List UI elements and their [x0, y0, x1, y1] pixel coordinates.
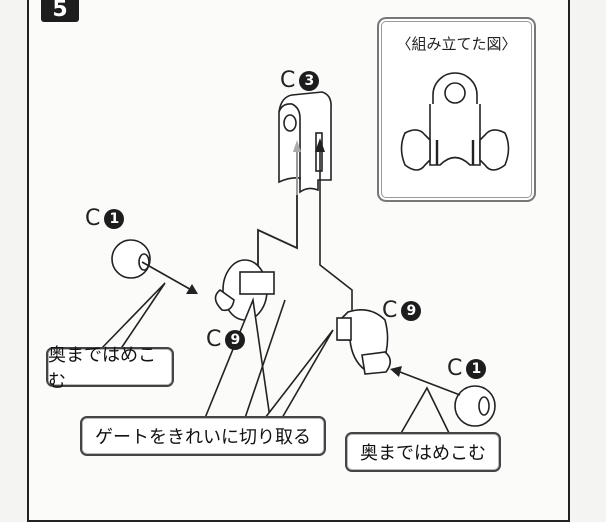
part-c9-left — [214, 259, 275, 321]
assembled-part-illustration — [400, 72, 510, 171]
part-c3 — [278, 91, 332, 194]
part-c9-right — [336, 309, 392, 375]
runner-letter: C — [280, 68, 296, 93]
runner-letter: C — [206, 327, 222, 352]
part-number-badge: 1 — [466, 358, 487, 379]
inset-title: 〈組み立てた図〉 — [396, 35, 517, 53]
runner-letter: C — [447, 356, 463, 381]
part-c1-right — [390, 366, 496, 427]
part-number-badge: 3 — [299, 70, 320, 91]
step-number-badge: 5 — [41, 0, 79, 22]
runner-letter: C — [382, 298, 398, 323]
part-number-badge: 9 — [401, 300, 422, 321]
part-number-badge: 9 — [225, 329, 246, 350]
runner-letter: C — [85, 206, 101, 231]
part-number-badge: 1 — [104, 208, 125, 229]
callout-press-in-left: 奥まではめこむ — [46, 345, 174, 392]
assembly-diagram — [99, 72, 510, 436]
callout-press-in-right: 奥まではめこむ — [345, 432, 501, 472]
part-c1-left — [111, 239, 198, 294]
callout-cut-gate: ゲートをきれいに切り取る — [80, 416, 326, 456]
